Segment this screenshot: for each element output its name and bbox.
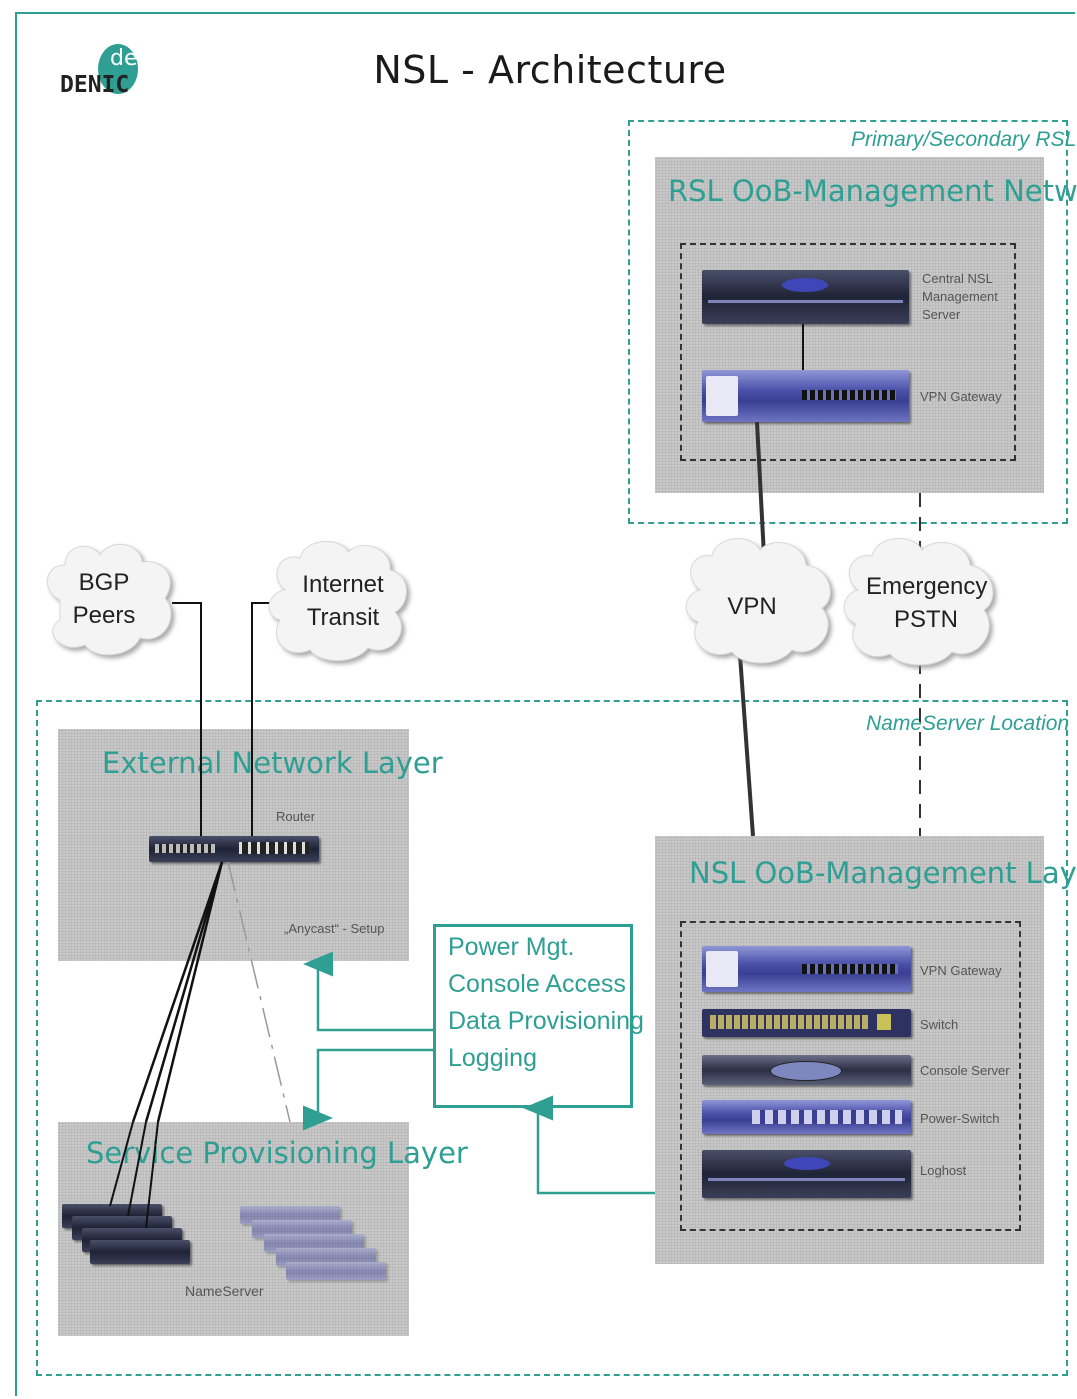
rsl-vpn-gateway-label: VPN Gateway bbox=[920, 389, 1002, 404]
rsl-oob-label: RSL OoB-Management Network bbox=[668, 174, 1077, 208]
router-device bbox=[149, 836, 319, 862]
transit-cloud bbox=[268, 540, 407, 662]
power-switch-label: Power-Switch bbox=[920, 1111, 1000, 1126]
vpn-cloud-label: VPN bbox=[727, 593, 777, 620]
functions-box: Power Mgt. Console Access Data Provision… bbox=[433, 924, 644, 1108]
rsl-link bbox=[802, 324, 804, 370]
arrow-to-service bbox=[303, 1048, 433, 1131]
rsl-zone-label: Primary/Secondary RSL bbox=[851, 128, 1077, 151]
vpn-link-rsl bbox=[755, 421, 766, 557]
nameserver-stack-standby bbox=[240, 1206, 390, 1298]
function-data: Data Provisioning bbox=[448, 1007, 644, 1035]
loghost-device bbox=[702, 1150, 911, 1198]
nameserver-stack-active bbox=[62, 1204, 192, 1276]
arrow-from-nsl bbox=[523, 1095, 655, 1195]
central-server-device bbox=[702, 270, 909, 324]
nameserver-zone bbox=[36, 700, 1068, 1376]
denic-logo: de DENIC bbox=[60, 44, 150, 104]
nameserver-zone-label: NameServer Location bbox=[866, 712, 1070, 735]
nameserver-label: NameServer bbox=[185, 1283, 264, 1299]
rsl-vpn-gateway-device bbox=[702, 370, 909, 422]
nsl-device-group bbox=[680, 921, 1021, 1231]
bgp-link bbox=[172, 602, 202, 836]
page-title: NSL - Architecture bbox=[373, 48, 727, 92]
loghost-label: Loghost bbox=[920, 1163, 967, 1178]
power-switch-device bbox=[702, 1100, 911, 1134]
function-console: Console Access bbox=[448, 970, 626, 998]
rsl-oob-layer bbox=[655, 157, 1044, 493]
service-provisioning-label: Service Provisioning Layer bbox=[86, 1136, 468, 1170]
bgp-cloud bbox=[46, 543, 172, 656]
function-power: Power Mgt. bbox=[448, 933, 575, 961]
central-server-label: Central NSL Management Server bbox=[922, 271, 998, 322]
logo-sup: de bbox=[110, 46, 138, 71]
console-server-device bbox=[702, 1055, 911, 1085]
nsl-vpn-gateway-device bbox=[702, 946, 911, 992]
rsl-device-group bbox=[680, 243, 1016, 461]
function-logging: Logging bbox=[448, 1044, 537, 1072]
router-label: Router bbox=[276, 809, 316, 824]
switch-label: Switch bbox=[920, 1017, 959, 1032]
anycast-label: „Anycast“ - Setup bbox=[284, 921, 385, 936]
pstn-cloud bbox=[843, 538, 994, 666]
arrow-to-external bbox=[303, 951, 433, 1032]
rsl-zone bbox=[628, 120, 1068, 524]
outer-frame bbox=[15, 12, 1075, 1396]
console-server-label: Console Server bbox=[920, 1063, 1010, 1078]
nsl-oob-label: NSL OoB-Management Layer bbox=[689, 856, 1077, 890]
nsl-vpn-gateway-label: VPN Gateway bbox=[920, 963, 1002, 978]
logo-text: DENIC bbox=[60, 72, 130, 98]
vpn-link-nsl bbox=[738, 654, 755, 837]
switch-device bbox=[702, 1009, 911, 1037]
vpn-cloud bbox=[685, 538, 831, 664]
external-network-label: External Network Layer bbox=[102, 746, 443, 780]
